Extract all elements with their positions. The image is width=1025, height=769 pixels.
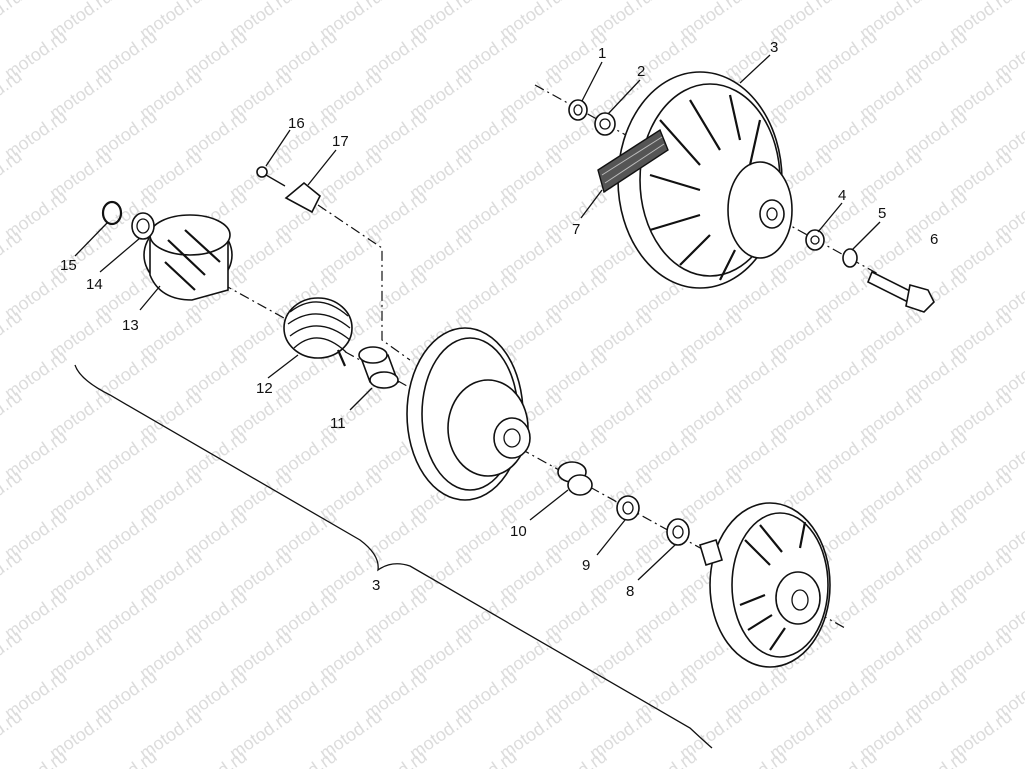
- callout-5: 5: [878, 205, 886, 222]
- screw-16: [256, 166, 286, 187]
- bolt-6: [866, 270, 935, 313]
- callout-7: 7: [572, 221, 580, 238]
- callout-9: 9: [582, 557, 590, 574]
- bracket-label: 3: [372, 577, 380, 594]
- washer-8: [666, 518, 690, 546]
- callout-16: 16: [288, 115, 305, 132]
- callout-8: 8: [626, 583, 634, 600]
- lockwasher-5: [842, 248, 858, 268]
- callout-15: 15: [60, 257, 77, 274]
- assembly-bracket: [74, 364, 713, 749]
- callout-13: 13: [122, 317, 139, 334]
- washer-2: [594, 112, 616, 136]
- callout-4: 4: [838, 187, 846, 204]
- callout-3: 3: [770, 39, 778, 56]
- snap-ring-15: [101, 200, 123, 226]
- washer-14: [131, 212, 155, 240]
- sheave-upper: [617, 71, 793, 289]
- callout-10: 10: [510, 523, 527, 540]
- callout-12: 12: [256, 380, 273, 397]
- cam-part: [143, 214, 233, 301]
- bushing-10: [557, 461, 593, 496]
- pin-line: [317, 204, 411, 361]
- callout-17: 17: [332, 133, 349, 150]
- leader-lines: [74, 54, 881, 581]
- bearing-1: [568, 99, 588, 121]
- spring-12: [283, 297, 353, 367]
- callout-1: 1: [598, 45, 606, 62]
- washer-4: [805, 229, 825, 251]
- bushing-11: [358, 346, 400, 389]
- callout-6: 6: [930, 231, 938, 248]
- callout-14: 14: [86, 276, 103, 293]
- washer-9: [616, 495, 640, 521]
- callout-2: 2: [637, 63, 645, 80]
- sheave-main: [406, 327, 531, 501]
- sheave-lower: [699, 502, 831, 668]
- shoe-17: [284, 181, 322, 214]
- callout-11: 11: [330, 415, 346, 432]
